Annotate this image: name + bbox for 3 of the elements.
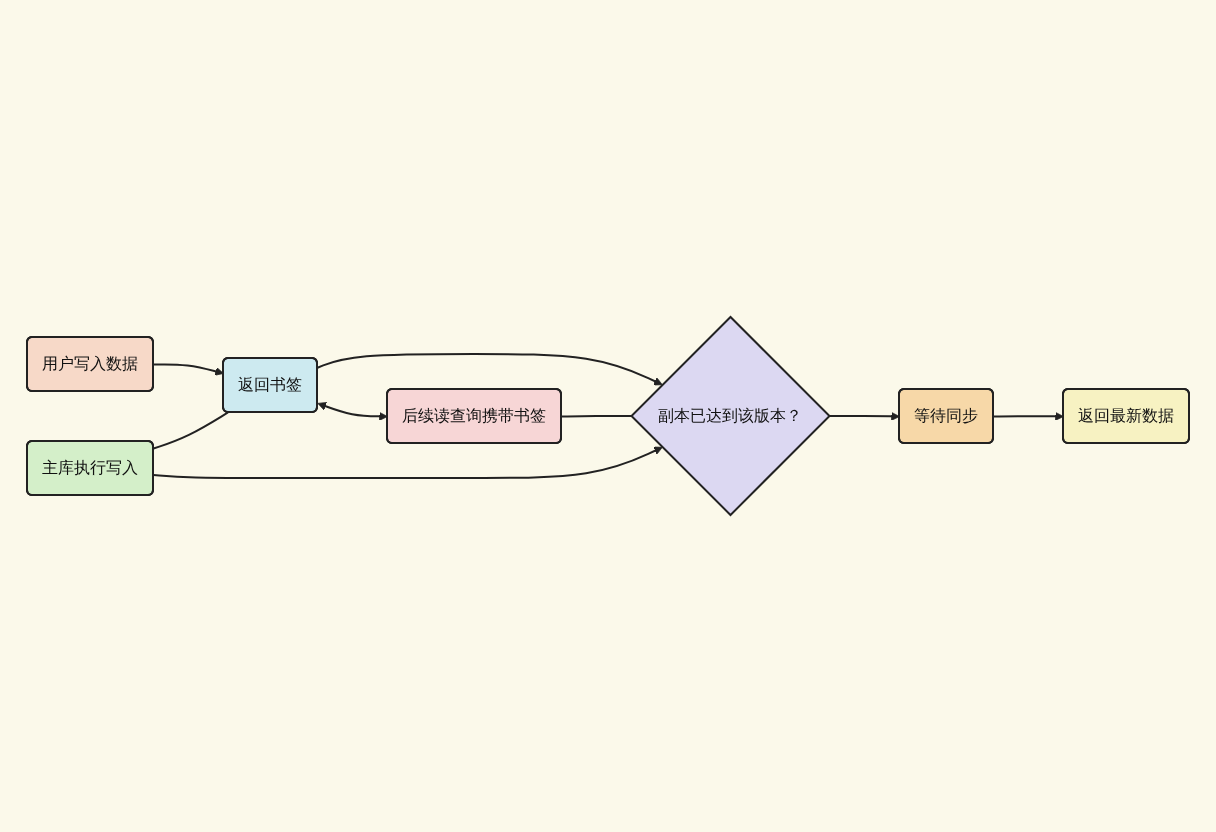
arrow: [828, 412, 900, 421]
node-diamond: 副本已达到该版本？: [630, 315, 831, 517]
arrow: [317, 402, 388, 421]
